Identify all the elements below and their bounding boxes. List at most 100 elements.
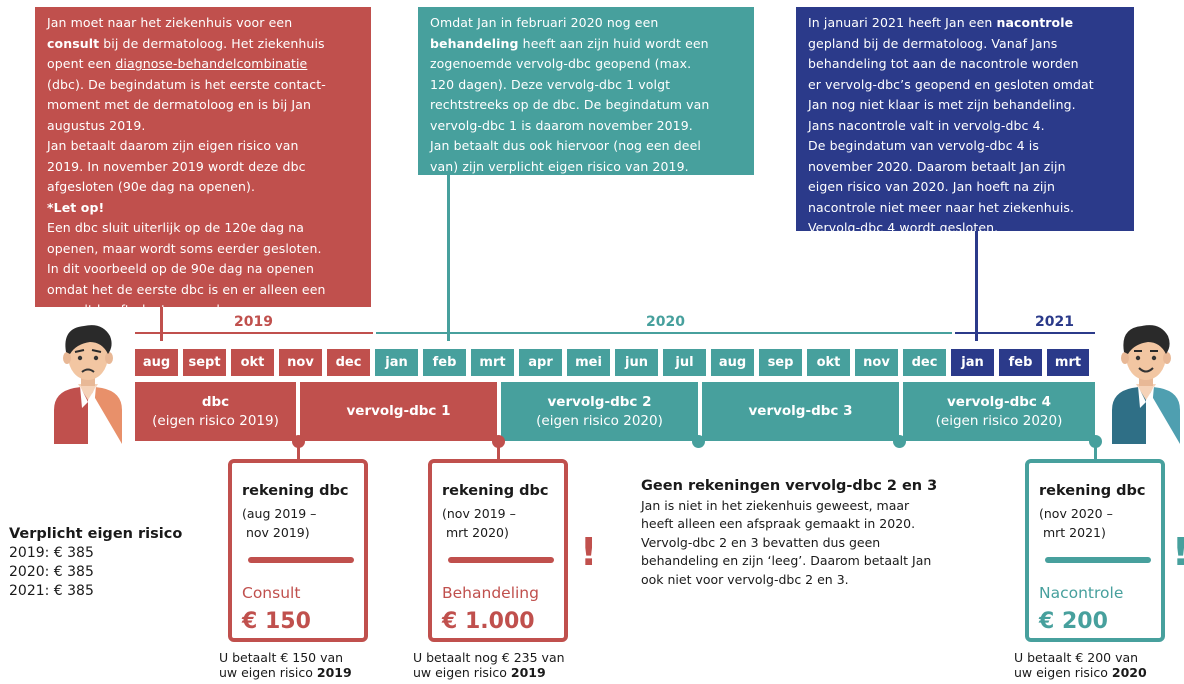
bill-divider	[448, 557, 554, 563]
note-text: uw eigen risico	[1014, 665, 1112, 680]
dbc-name: vervolg-dbc 4	[946, 393, 1051, 410]
bill-connector	[1094, 445, 1097, 461]
callout-line: behandeling tot aan de nacontrole worden	[808, 56, 1079, 71]
dbc-name: vervolg-dbc 1	[346, 403, 451, 419]
callout-line: consult heeft plaatsgevonden.	[47, 302, 240, 317]
month-aug: aug	[711, 349, 754, 376]
no-bill-line: Vervolg-dbc 2 en 3 bevatten dus geen	[641, 534, 881, 550]
month-aug: aug	[135, 349, 178, 376]
callout-line: er vervolg-dbc’s geopend en gesloten omd…	[808, 76, 1094, 92]
bill-period: (aug 2019 – nov 2019)	[242, 506, 317, 540]
month-apr: apr	[519, 349, 562, 376]
happy-patient-avatar-icon	[1112, 325, 1180, 444]
deductible-legend: Verplicht eigen risico 2019: € 385 2020:…	[9, 525, 182, 601]
month-dec: dec	[327, 349, 370, 376]
month-feb: feb	[423, 349, 466, 376]
bill-divider	[248, 557, 354, 563]
callout-nacontrole: In januari 2021 heeft Jan een nacontrole…	[796, 7, 1134, 235]
callout-line: vervolg-dbc 1 is daarom november 2019.	[430, 117, 693, 133]
month-mei: mei	[567, 349, 610, 376]
vervolg-dbc-2-bar: vervolg-dbc 2 (eigen risico 2020)	[501, 382, 698, 441]
note-line: uw eigen risico 2019	[219, 665, 352, 680]
exclamation-icon: !	[580, 530, 598, 574]
year-label-2020: 2020	[646, 314, 685, 330]
year-line-2019	[135, 332, 373, 334]
callout-bold: *Let op!	[47, 199, 105, 215]
bill-note: U betaalt € 200 van uw eigen risico 2020	[1014, 650, 1147, 680]
bill-connector	[497, 445, 500, 461]
bill-title: rekening dbc	[242, 483, 349, 499]
bill-amount: € 200	[1039, 609, 1108, 634]
year-label-2019: 2019	[234, 314, 273, 330]
callout-line: opent een diagnose-behandelcombinatie	[47, 54, 359, 75]
bill-card-behandeling: rekening dbc (nov 2019 – mrt 2020) Behan…	[428, 459, 568, 642]
dbc-name: dbc	[201, 393, 230, 410]
bill-kind: Behandeling	[442, 584, 539, 602]
callout-line: 2019. In november 2019 wordt deze dbc	[47, 158, 306, 174]
no-bill-line: heeft alleen een afspraak gemaakt in 202…	[641, 516, 916, 531]
no-bill-line: behandeling en zijn ‘leeg’. Daarom betaa…	[641, 553, 932, 568]
callout-text: heeft aan zijn huid wordt een	[518, 35, 709, 51]
dbc-term-link[interactable]: diagnose-behandelcombinatie	[115, 56, 308, 71]
callout-line: Jans nacontrole valt in vervolg-dbc 4.	[808, 117, 1045, 133]
vervolg-dbc-3-bar: vervolg-dbc 3	[702, 382, 899, 441]
year-line-2021	[955, 332, 1095, 334]
note-line: U betaalt € 150 van	[219, 650, 344, 665]
callout-line: moment met de dermatoloog en is bij Jan	[47, 97, 312, 112]
callout-line: rechtstreeks op de dbc. De begindatum va…	[430, 97, 710, 112]
callout-consult: Jan moet naar het ziekenhuis voor een co…	[35, 7, 371, 317]
callout-line: behandeling heeft aan zijn huid wordt ee…	[430, 34, 742, 55]
callout-line: afgesloten (90e dag na openen).	[47, 179, 256, 194]
note-line: U betaalt nog € 235 van	[413, 650, 565, 665]
callout-line: eigen risico van 2020. Jan hoeft na zijn	[808, 179, 1056, 194]
callout-connector	[160, 307, 163, 341]
callout-line: Jan betaalt dus ook hiervoor (nog een de…	[430, 138, 701, 153]
callout-line: november 2020. Daarom betaalt Jan zijn	[808, 158, 1066, 174]
vervolg-dbc-4-bar: vervolg-dbc 4 (eigen risico 2020)	[903, 382, 1095, 441]
callout-line: De begindatum van vervolg-dbc 4 is	[808, 138, 1039, 153]
note-line: uw eigen risico 2020	[1014, 665, 1147, 680]
dbc-subtitle: (eigen risico 2020)	[935, 412, 1063, 429]
bill-kind: Nacontrole	[1039, 584, 1124, 602]
callout-line: consult bij de dermatoloog. Het ziekenhu…	[47, 34, 359, 55]
exclamation-icon: !	[1172, 530, 1184, 574]
vervolg-dbc-1-bar: vervolg-dbc 1	[300, 382, 497, 441]
callout-line: Jan nog niet klaar is met zijn behandeli…	[808, 97, 1076, 112]
month-sept: sept	[183, 349, 226, 376]
bill-title: rekening dbc	[442, 483, 549, 499]
note-line: uw eigen risico 2019	[413, 665, 565, 680]
dbc-name: vervolg-dbc 3	[748, 403, 853, 419]
callout-behandeling: Omdat Jan in februari 2020 nog een behan…	[418, 7, 754, 175]
month-jan: jan	[375, 349, 418, 376]
no-bill-explanation: Geen rekeningen vervolg-dbc 2 en 3 Jan i…	[641, 477, 937, 589]
note-year: 2019	[510, 665, 546, 680]
bill-note: U betaalt € 150 van uw eigen risico 2019	[219, 650, 352, 680]
note-text: uw eigen risico	[413, 665, 511, 680]
year-line-2020	[376, 332, 952, 334]
callout-line: Omdat Jan in februari 2020 nog een	[430, 15, 659, 30]
callout-line: Een dbc sluit uiterlijk op de 120e dag n…	[47, 220, 305, 235]
dbc-name: vervolg-dbc 2	[547, 393, 652, 410]
note-year: 2020	[1111, 665, 1147, 680]
callout-line: van) zijn verplicht eigen risico van 201…	[430, 158, 689, 174]
month-jul: jul	[663, 349, 706, 376]
dbc-end-dot	[292, 435, 305, 448]
month-nov: nov	[855, 349, 898, 376]
bill-connector	[297, 445, 300, 461]
callout-line: In dit voorbeeld op de 90e dag na openen	[47, 261, 314, 276]
bill-amount: € 1.000	[442, 609, 535, 634]
bill-kind: Consult	[242, 584, 301, 602]
callout-line: (dbc). De begindatum is het eerste conta…	[47, 76, 326, 92]
dbc-bar: dbc (eigen risico 2019)	[135, 382, 296, 441]
dbc-end-dot	[692, 435, 705, 448]
note-year: 2019	[316, 665, 352, 680]
bill-card-consult: rekening dbc (aug 2019 – nov 2019) Consu…	[228, 459, 368, 642]
callout-line: augustus 2019.	[47, 117, 146, 133]
callout-line: Jan moet naar het ziekenhuis voor een	[47, 15, 293, 30]
no-bill-title: Geen rekeningen vervolg-dbc 2 en 3	[641, 478, 938, 494]
callout-line: omdat het de eerste dbc is en er alleen …	[47, 281, 326, 297]
bill-period: (nov 2020 – mrt 2021)	[1039, 506, 1113, 540]
callout-bold: consult	[47, 35, 100, 51]
month-dec: dec	[903, 349, 946, 376]
no-bill-line: Jan is niet in het ziekenhuis geweest, m…	[641, 497, 910, 513]
